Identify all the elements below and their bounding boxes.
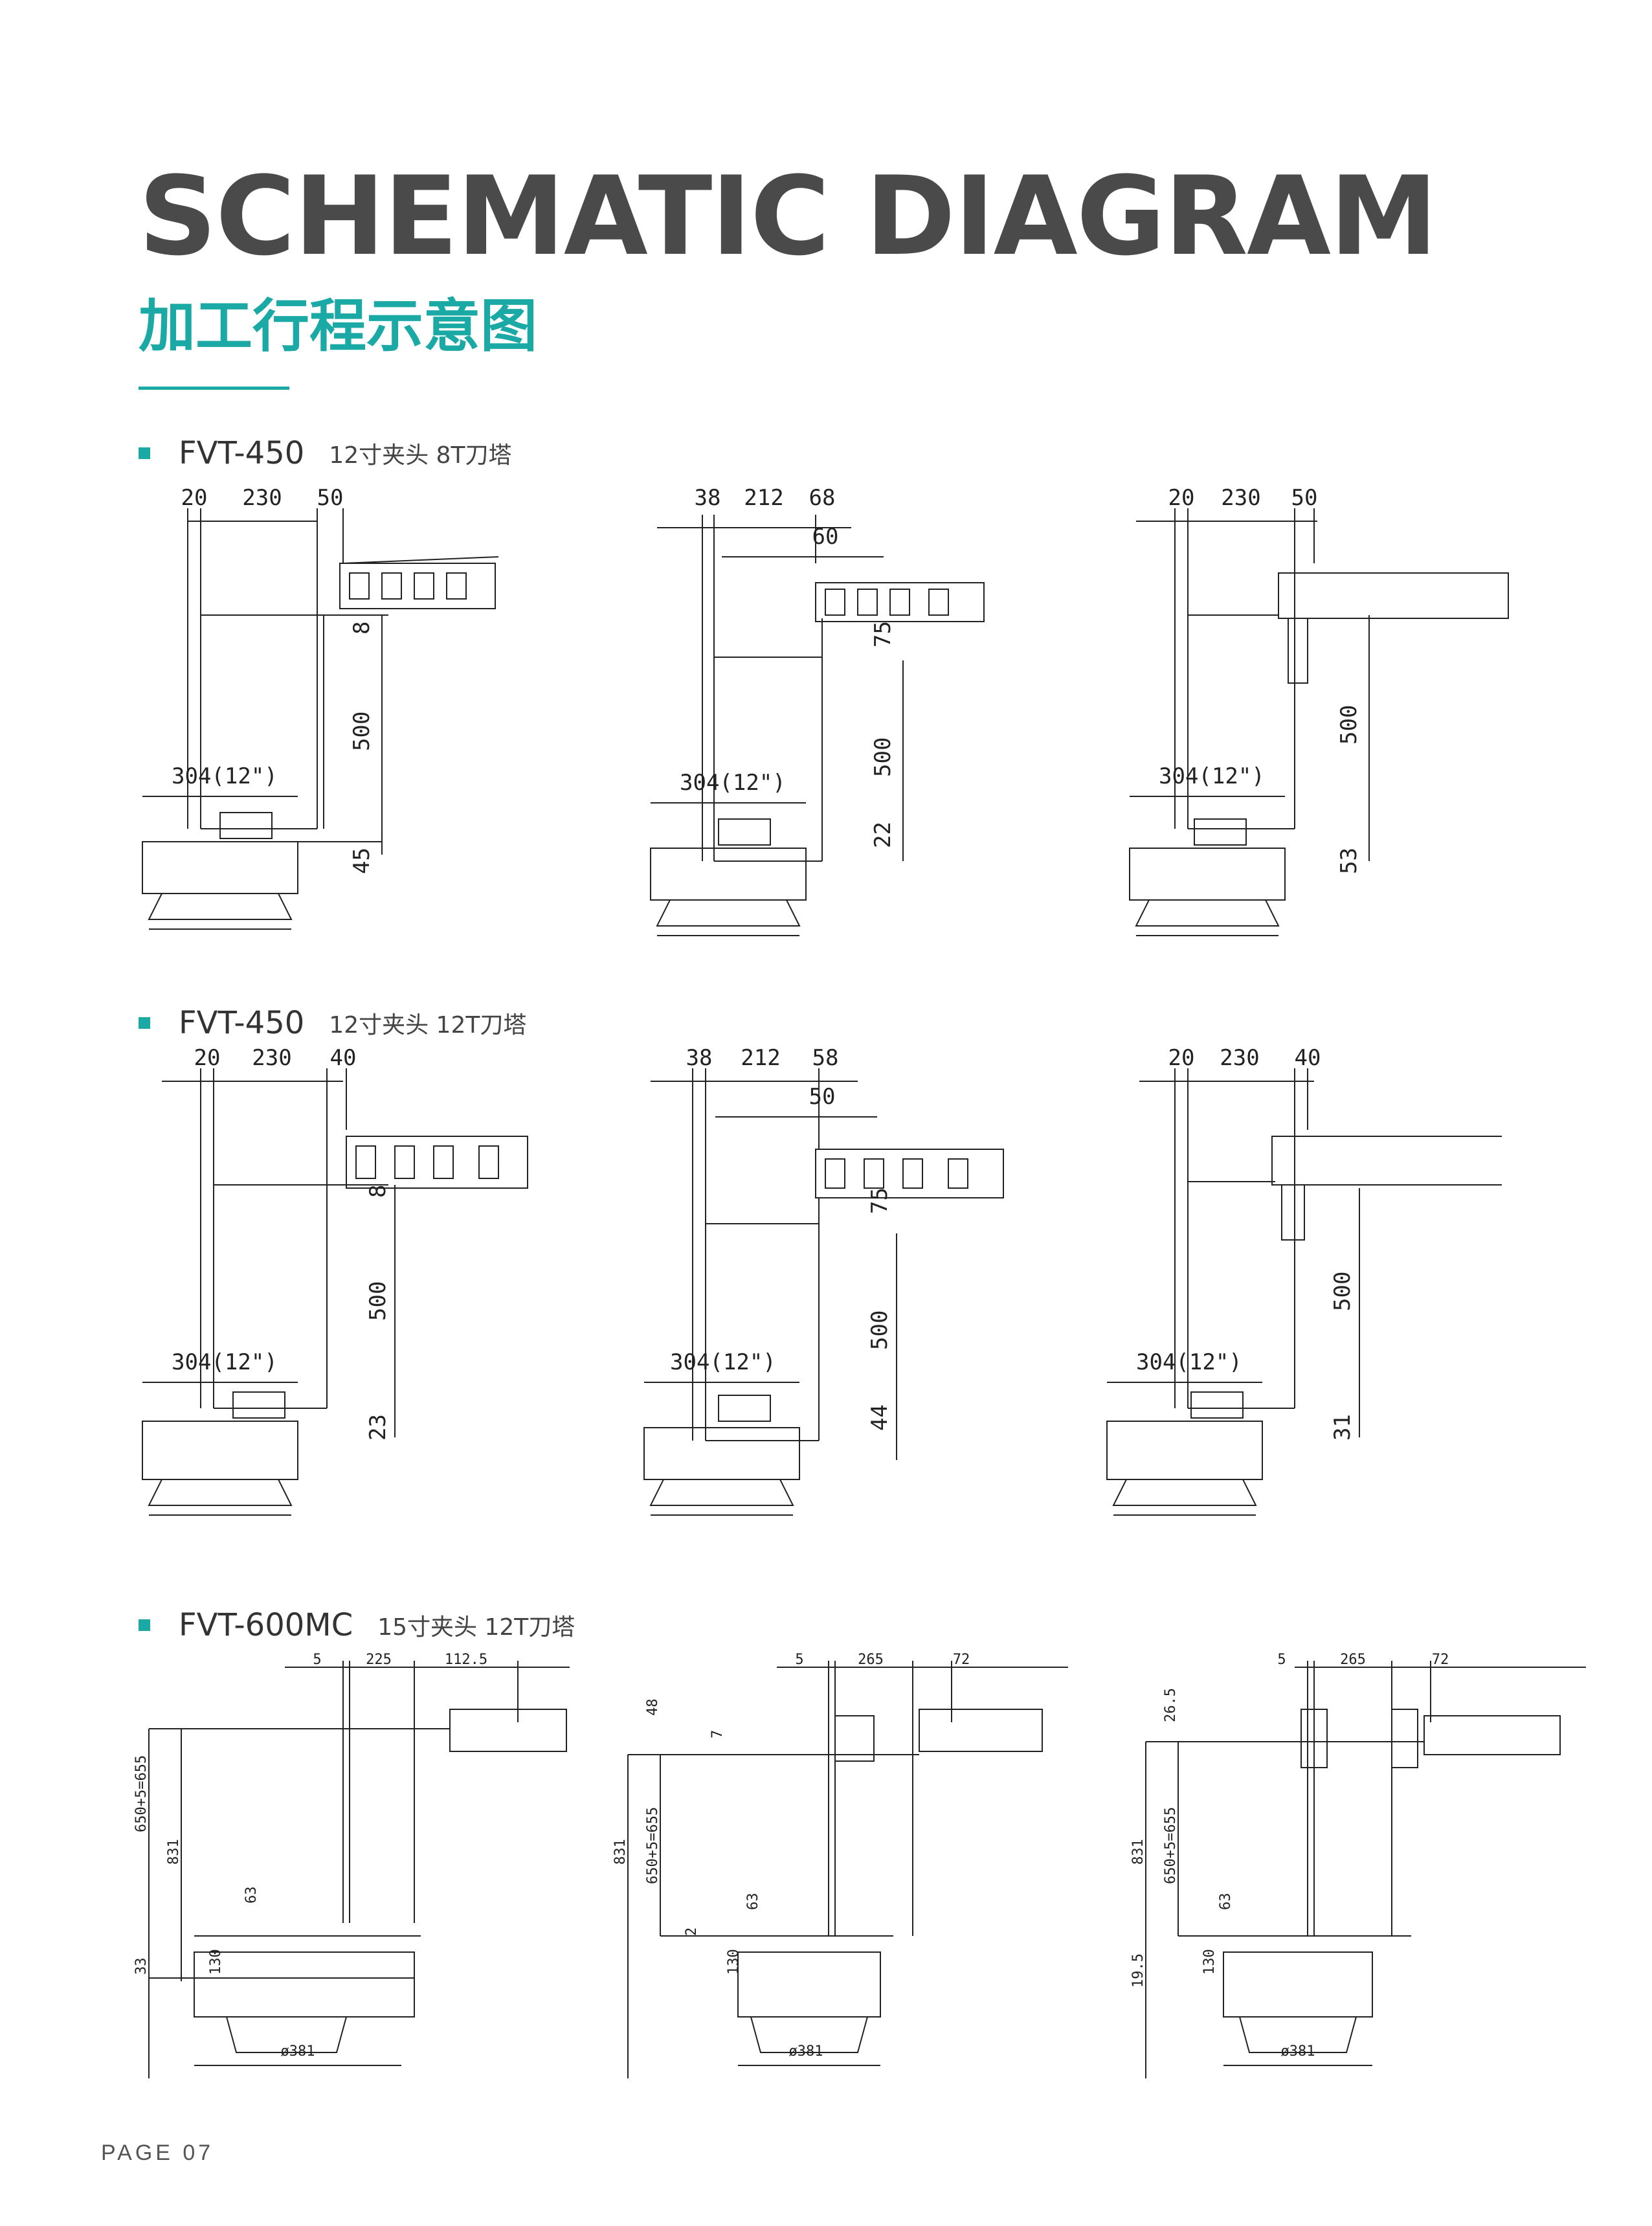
dim-label: 20 — [194, 1046, 221, 1071]
diagram-fvt600mc-1: 5 225 112.5 650+5=655 831 63 33 130 ø381 — [129, 1651, 583, 2078]
diagram-fvt450-12t-2: 38 212 58 50 75 500 44 304(12") — [638, 1046, 1039, 1538]
model-name: FVT-450 — [179, 435, 305, 471]
dim-label: ø381 — [1281, 2043, 1315, 2060]
dim-label: 130 — [726, 1949, 742, 1975]
bullet-square-icon — [139, 1017, 150, 1029]
diagram-fvt450-8t-3: 20 230 50 500 53 304(12") — [1123, 479, 1524, 958]
section-header-1: FVT-450 12寸夹头 8T刀塔 — [139, 434, 511, 473]
dim-label: 68 — [809, 485, 836, 511]
dim-label: 63 — [745, 1893, 761, 1911]
diagram-fvt450-12t-3: 20 230 40 500 31 304(12") — [1100, 1046, 1502, 1538]
dim-label: 8 — [365, 1185, 391, 1198]
dim-label: 5 — [313, 1652, 321, 1668]
dim-label: 265 — [1340, 1652, 1366, 1668]
dim-label: 130 — [208, 1949, 224, 1975]
dim-label: 44 — [867, 1404, 893, 1431]
dim-label: 26.5 — [1163, 1688, 1179, 1722]
model-name: FVT-450 — [179, 1005, 305, 1041]
dim-label: 38 — [686, 1046, 713, 1071]
page-number: PAGE 07 — [101, 2141, 214, 2165]
dim-label: 2 — [684, 1928, 700, 1936]
bullet-square-icon — [139, 1619, 150, 1631]
dim-label: 112.5 — [445, 1652, 487, 1668]
dim-label: 650+5=655 — [133, 1755, 150, 1832]
dim-label: 212 — [744, 485, 783, 511]
model-spec: 12寸夹头 12T刀塔 — [329, 1012, 527, 1039]
dim-label: 265 — [858, 1652, 884, 1668]
diagram-fvt450-8t-1: 20 230 50 8 500 45 304(12") — [136, 479, 537, 958]
dim-label: 48 — [645, 1699, 661, 1716]
dim-label: 50 — [1291, 485, 1318, 511]
dim-label: 38 — [695, 485, 721, 511]
dim-label: 60 — [812, 524, 839, 550]
dim-label: 304(12") — [172, 763, 278, 789]
dim-label: 20 — [1168, 1046, 1195, 1071]
dim-label: 304(12") — [680, 770, 786, 796]
dim-label: 40 — [1295, 1046, 1321, 1071]
dim-label: 31 — [1330, 1414, 1356, 1441]
dim-label: 500 — [1330, 1272, 1356, 1311]
dim-label: 130 — [1201, 1949, 1218, 1975]
section-header-3: FVT-600MC 15寸夹头 12T刀塔 — [139, 1606, 575, 1645]
model-name: FVT-600MC — [179, 1607, 353, 1643]
dim-label: 230 — [1220, 1046, 1259, 1071]
dim-label: 50 — [317, 485, 344, 511]
dim-label: 5 — [1277, 1652, 1286, 1668]
title-underline — [139, 387, 289, 390]
dim-label: 33 — [133, 1958, 150, 1975]
dim-label: 304(12") — [172, 1349, 278, 1375]
dim-label: 500 — [870, 737, 896, 777]
dim-label: 8 — [349, 622, 375, 635]
page-subtitle: 加工行程示意图 — [139, 293, 538, 359]
diagram-fvt450-12t-1: 20 230 40 8 500 23 304(12") — [136, 1046, 537, 1538]
dim-label: 7 — [709, 1730, 726, 1738]
dim-label: 72 — [1432, 1652, 1449, 1668]
dim-label: 5 — [795, 1652, 803, 1668]
dim-label: 72 — [953, 1652, 970, 1668]
dim-label: 650+5=655 — [1163, 1807, 1179, 1884]
dim-label: 225 — [366, 1652, 392, 1668]
dim-label: 22 — [870, 822, 896, 848]
dim-label: 20 — [181, 485, 208, 511]
dim-label: 40 — [330, 1046, 357, 1071]
dim-label: 53 — [1336, 848, 1362, 874]
dim-label: 63 — [1218, 1893, 1234, 1911]
diagram-fvt600mc-3: 5 265 72 26.5 831 650+5=655 63 19.5 130 … — [1126, 1651, 1592, 2078]
dim-label: ø381 — [789, 2043, 823, 2060]
dim-label: 304(12") — [1136, 1349, 1242, 1375]
diagram-fvt600mc-2: 5 265 72 48 7 831 650+5=655 63 2 130 ø38… — [608, 1651, 1075, 2078]
model-spec: 12寸夹头 8T刀塔 — [329, 442, 512, 469]
dim-label: 50 — [809, 1084, 836, 1110]
page-title: SCHEMATIC DIAGRAM — [139, 153, 1438, 280]
dim-label: 75 — [870, 621, 896, 647]
section-header-2: FVT-450 12寸夹头 12T刀塔 — [139, 1004, 526, 1042]
dim-label: 831 — [612, 1839, 629, 1865]
dim-label: 63 — [243, 1887, 260, 1904]
dim-label: 20 — [1168, 485, 1195, 511]
dim-label: 831 — [1130, 1839, 1146, 1865]
model-spec: 15寸夹头 12T刀塔 — [377, 1614, 575, 1641]
dim-label: 75 — [867, 1187, 893, 1214]
dim-label: 304(12") — [670, 1349, 776, 1375]
dim-label: 500 — [1336, 705, 1362, 745]
dim-label: 212 — [741, 1046, 780, 1071]
dim-label: 650+5=655 — [645, 1807, 661, 1884]
dim-label: 230 — [1221, 485, 1260, 511]
dim-label: 500 — [867, 1310, 893, 1350]
dim-label: 19.5 — [1130, 1953, 1146, 1988]
dim-label: ø381 — [281, 2043, 315, 2060]
diagram-fvt450-8t-2: 38 212 68 60 75 500 22 304(12") — [644, 479, 1045, 958]
dim-label: 500 — [365, 1281, 391, 1321]
dim-label: 230 — [252, 1046, 291, 1071]
bullet-square-icon — [139, 447, 150, 459]
dim-label: 45 — [349, 848, 375, 874]
dim-label: 831 — [166, 1839, 182, 1865]
dim-label: 304(12") — [1159, 763, 1265, 789]
dim-label: 23 — [365, 1414, 391, 1441]
dim-label: 230 — [242, 485, 282, 511]
dim-label: 58 — [812, 1046, 839, 1071]
dim-label: 500 — [349, 712, 375, 751]
